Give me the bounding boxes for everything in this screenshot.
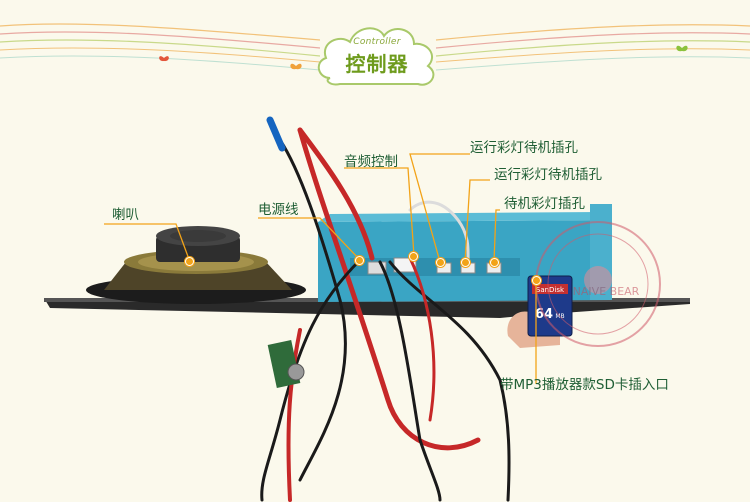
callout-run-light-socket-2: 运行彩灯待机插孔 (494, 167, 602, 183)
callout-dot (409, 252, 418, 261)
callout-audio-control: 音频控制 (344, 154, 398, 170)
callout-dot (436, 258, 445, 267)
callout-dot (461, 258, 470, 267)
decorative-lines (0, 23, 750, 86)
callout-sd-card-slot: 带MP3播放器款SD卡插入口 (500, 377, 669, 393)
callout-speaker: 喇叭 (112, 207, 139, 223)
callout-dot (532, 276, 541, 285)
badge-title: 控制器 (345, 52, 409, 76)
butterfly-icon (676, 45, 688, 52)
butterfly-icon (159, 56, 169, 62)
watermark-text: NAIVE BEAR (573, 285, 640, 298)
callout-dot (355, 256, 364, 265)
callout-dot (490, 258, 499, 267)
sd-brand-text: SanDisk (536, 286, 565, 294)
callout-run-light-socket-1: 运行彩灯待机插孔 (470, 140, 578, 156)
badge-subtitle: Controller (353, 37, 401, 47)
callout-dot (185, 257, 194, 266)
speaker (86, 226, 306, 304)
callout-power-cord: 电源线 (258, 202, 299, 218)
sd-card: SanDisk 64 MB (507, 275, 573, 348)
callout-standby-light-socket: 待机彩灯插孔 (504, 196, 585, 212)
butterfly-icon (290, 63, 302, 70)
header-banner: Controller 控制器 (0, 0, 750, 92)
controller-badge: Controller 控制器 (318, 22, 436, 88)
